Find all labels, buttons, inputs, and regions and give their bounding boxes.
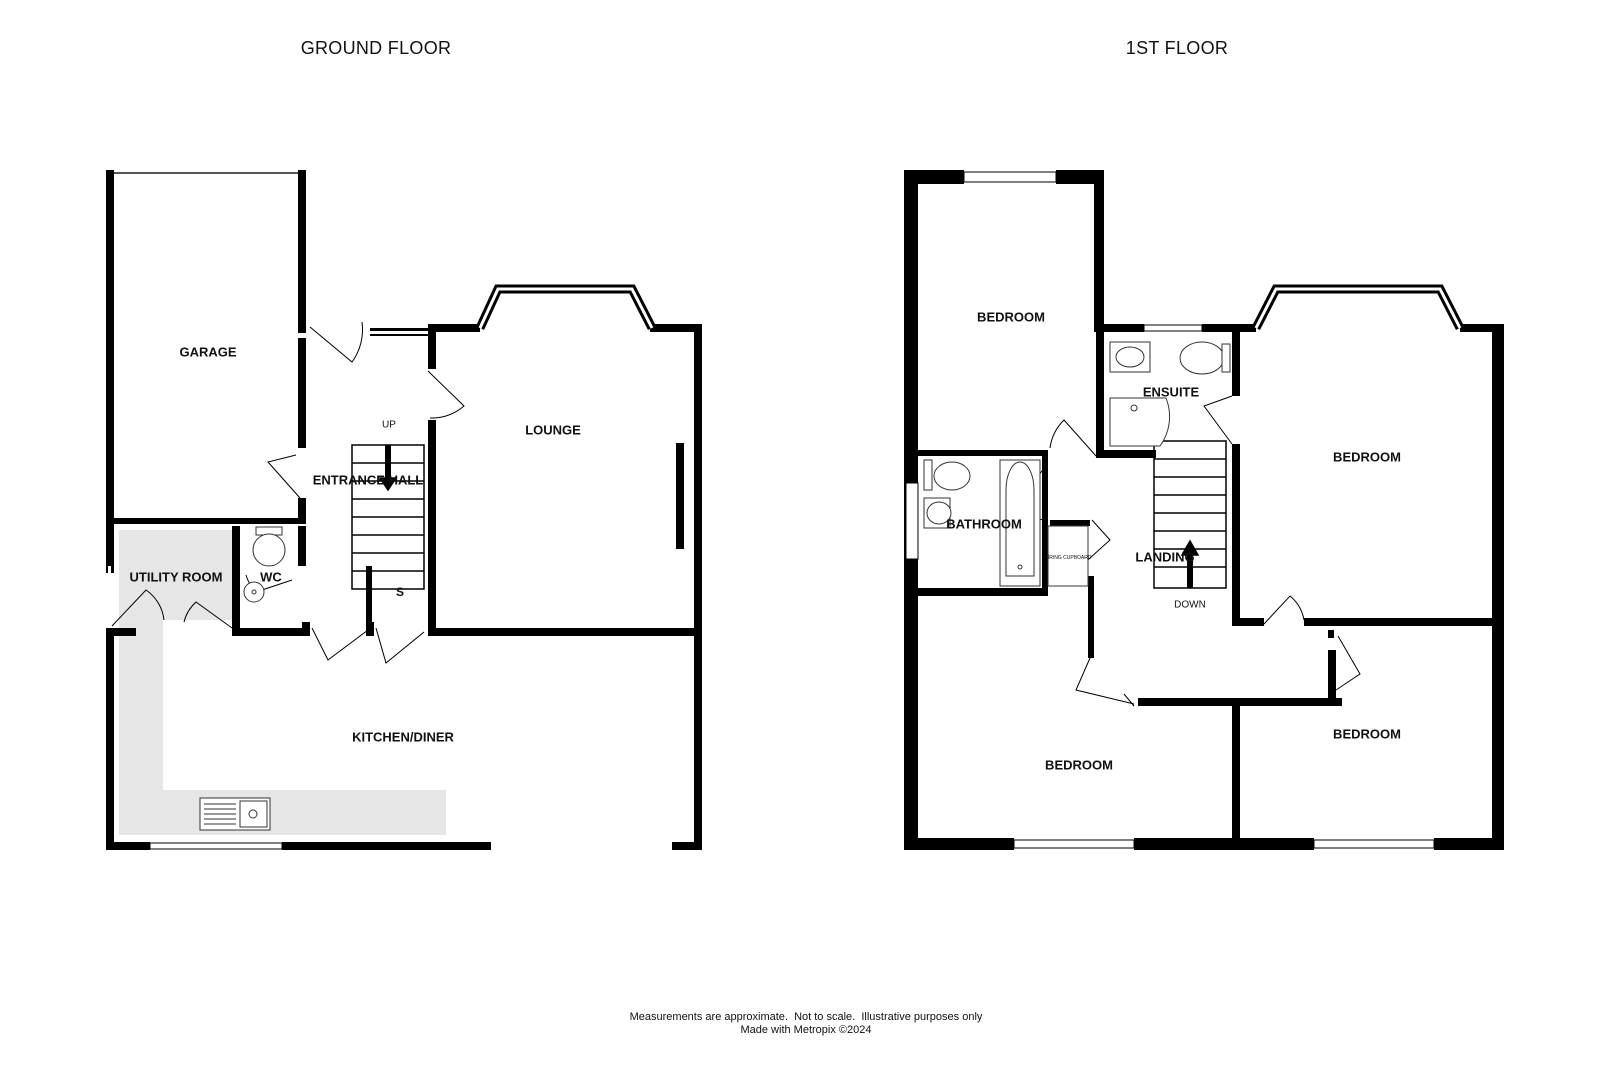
- room-label-utility-room: UTILITY ROOM: [129, 569, 223, 585]
- room-label-lounge: LOUNGE: [525, 422, 581, 438]
- kitchen-counter: [119, 530, 446, 835]
- first-walls: [904, 170, 1504, 850]
- room-label-airing-cupboard: AIRING CUPBOARD: [1044, 555, 1092, 561]
- first-fixtures: [923, 341, 1231, 587]
- footer-line-1: Measurements are approximate. Not to sca…: [629, 1011, 983, 1023]
- room-label-ensuite: ENSUITE: [1142, 384, 1200, 400]
- room-label-wc: WC: [260, 569, 282, 585]
- stairs-s-label: S: [395, 585, 405, 599]
- garage-walls: [106, 170, 306, 573]
- room-label-bedroom-top-left: BEDROOM: [977, 309, 1045, 325]
- footer-disclaimer: Measurements are approximate. Not to sca…: [0, 1011, 1604, 1037]
- room-label-bedroom-bottom-left: BEDROOM: [1045, 757, 1113, 773]
- ground-walls: [106, 284, 702, 850]
- ground-stairs: [351, 444, 425, 590]
- room-label-bedroom-right: BEDROOM: [1333, 449, 1401, 465]
- ground-floor-title: GROUND FLOOR: [300, 38, 452, 58]
- first-stairs: [1153, 440, 1227, 589]
- footer-line-2: Made with Metropix ©2024: [740, 1024, 872, 1036]
- room-label-entrance-hall: ENTRANCE HALL: [312, 472, 424, 488]
- room-label-kitchen-diner: KITCHEN/DINER: [352, 729, 454, 745]
- stairs-up-label: UP: [382, 419, 396, 431]
- ground-fixtures: [199, 526, 286, 831]
- first-floor-plan: [904, 170, 1504, 850]
- ground-floor-plan: [106, 170, 702, 850]
- first-floor-title: 1ST FLOOR: [1125, 38, 1229, 58]
- room-label-garage: GARAGE: [179, 344, 237, 360]
- room-label-bathroom: BATHROOM: [946, 516, 1022, 532]
- room-label-bedroom-bottom-right: BEDROOM: [1333, 726, 1401, 742]
- stairs-down-label: DOWN: [1174, 599, 1206, 611]
- room-label-landing: LANDING: [1135, 549, 1195, 565]
